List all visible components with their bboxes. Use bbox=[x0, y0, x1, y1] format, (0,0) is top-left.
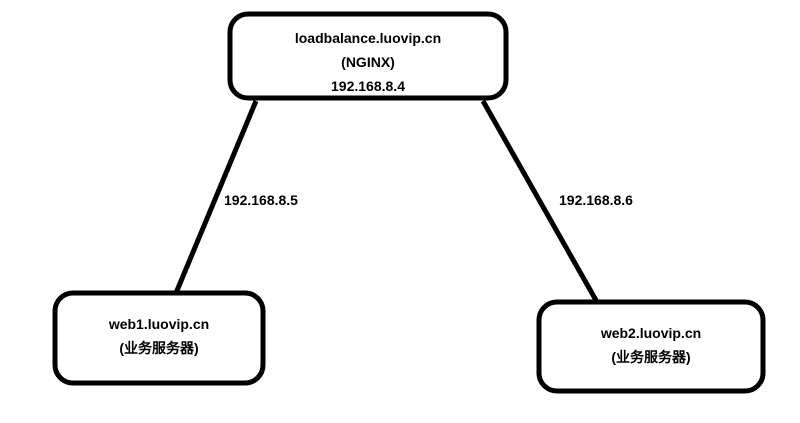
node-web2-hostname: web2.luovip.cn bbox=[600, 325, 702, 341]
node-loadbalancer-role: (NGINX) bbox=[341, 54, 395, 70]
node-loadbalancer-hostname: loadbalance.luovip.cn bbox=[294, 30, 442, 46]
node-web1-role: (业务服务器) bbox=[119, 340, 199, 356]
node-web1-label: web1.luovip.cn (业务服务器) bbox=[53, 312, 265, 360]
node-loadbalancer-ip: 192.168.8.4 bbox=[331, 78, 405, 94]
node-web2-label: web2.luovip.cn (业务服务器) bbox=[537, 321, 765, 369]
node-loadbalancer-box[interactable] bbox=[227, 11, 509, 101]
edge-loadbalancer-to-web1 bbox=[173, 100, 259, 294]
node-web1-hostname: web1.luovip.cn bbox=[108, 316, 210, 332]
node-web2-role: (业务服务器) bbox=[611, 349, 691, 365]
edge-web1-ip-label: 192.168.8.5 bbox=[224, 192, 298, 208]
edge-web2-ip-label: 192.168.8.6 bbox=[559, 192, 633, 208]
node-web1-box[interactable] bbox=[52, 290, 266, 386]
edge-loadbalancer-to-web2 bbox=[480, 99, 600, 304]
node-loadbalancer-label: loadbalance.luovip.cn (NGINX) 192.168.8.… bbox=[228, 26, 508, 98]
node-web2-box[interactable] bbox=[536, 299, 766, 394]
